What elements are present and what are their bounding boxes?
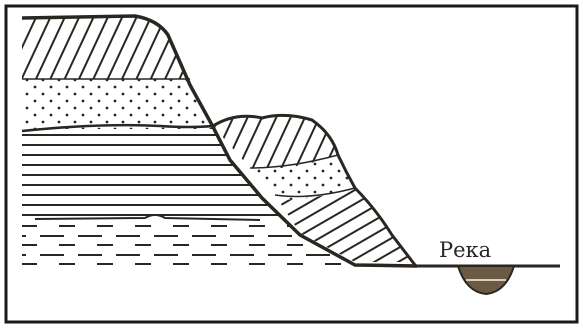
river-label: Река — [439, 238, 491, 262]
top-hatched-layer — [22, 16, 222, 79]
